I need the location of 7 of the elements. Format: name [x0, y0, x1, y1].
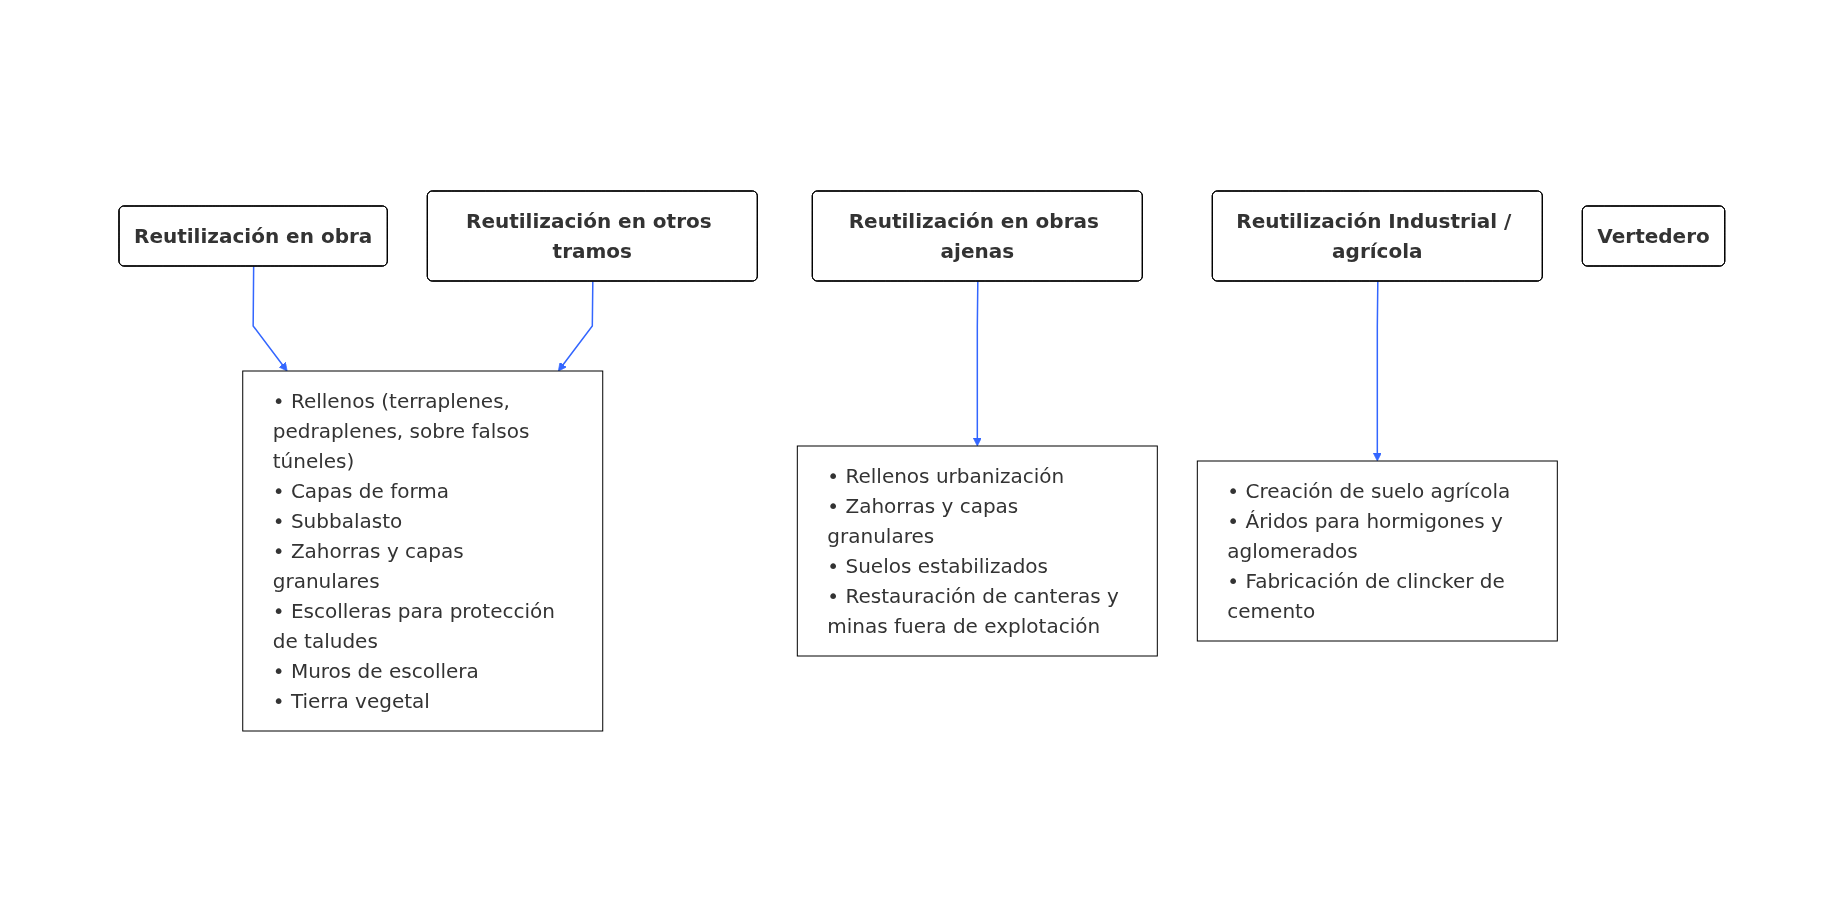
- arrow: [557, 280, 594, 372]
- arrow: [1372, 280, 1382, 462]
- node-box: • Rellenos urbanización • Zahorras y capas granulares • Suelos estabilizados • Restauración de canteras y minas fuera de explotación: [796, 445, 1158, 657]
- node-box: • Rellenos (terraplenes, pedraplenes, sobre falsos túneles) • Capas de forma • Subbalasto • Zahorras y capas granulares • Escolleras para protección de taludes • Muros de escollera • Tierra vegetal: [241, 370, 603, 732]
- node-box: • Creación de suelo agrícola • Áridos para hormigones y aglomerados • Fabricación de clincker de cemento: [1196, 460, 1558, 642]
- arrow: [252, 265, 288, 372]
- arrow: [972, 280, 982, 447]
